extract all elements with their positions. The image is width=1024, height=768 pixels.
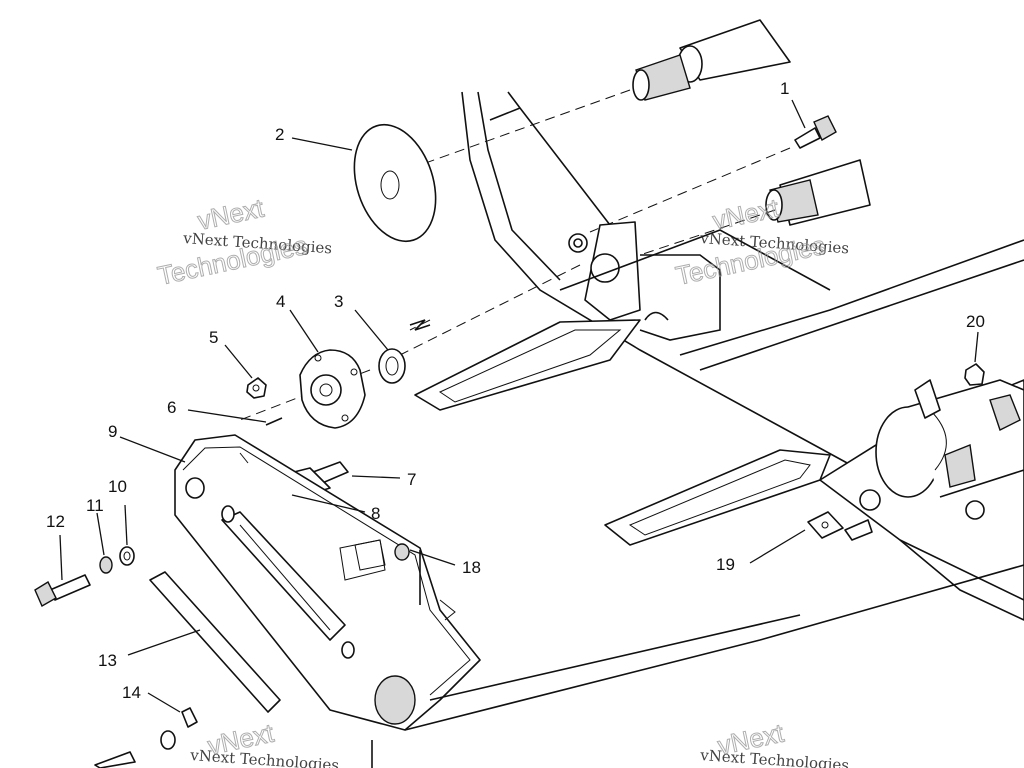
washer-10 [119, 546, 135, 566]
bolt-12 [34, 574, 91, 607]
watermark-bottom-left: vNext vNext Technologies [189, 717, 340, 768]
callout-3: 3 [334, 292, 343, 311]
upper-shaft [632, 19, 791, 101]
pin-6 [265, 417, 283, 426]
svg-text:vNext: vNext [195, 193, 267, 236]
callout-5: 5 [209, 328, 218, 347]
callout-7: 7 [407, 470, 416, 489]
rivet-14 [181, 707, 198, 728]
lower-shaft [765, 159, 871, 226]
callouts: 1 2 3 4 5 6 7 8 9 10 11 12 13 14 18 19 2… [46, 79, 985, 702]
callout-9: 9 [108, 422, 117, 441]
bolt-1 [794, 115, 837, 149]
bushing-18 [354, 539, 410, 571]
cover-9 [174, 434, 481, 731]
callout-18: 18 [462, 558, 481, 577]
callout-12: 12 [46, 512, 65, 531]
nut-20 [964, 363, 985, 386]
callout-1: 1 [780, 79, 789, 98]
frame [461, 91, 1024, 471]
flange-4 [299, 349, 366, 429]
nut-5 [246, 377, 267, 399]
callout-19: 19 [716, 555, 735, 574]
watermark-bottom-right: vNext vNext Technologies [699, 717, 850, 768]
callout-8: 8 [371, 504, 380, 523]
callout-13: 13 [98, 651, 117, 670]
callout-20: 20 [966, 312, 985, 331]
lower-hardware [94, 730, 176, 768]
lower-plate [604, 449, 831, 546]
callout-6: 6 [167, 398, 176, 417]
callout-14: 14 [122, 683, 141, 702]
bearing-3 [378, 348, 406, 384]
clip-19 [807, 511, 873, 541]
callout-11: 11 [86, 496, 104, 515]
leader-lines [59, 99, 979, 713]
upper-plate [414, 319, 641, 411]
callout-10: 10 [108, 477, 127, 496]
washer-2 [353, 123, 437, 243]
right-housing [819, 379, 1024, 621]
guard-13 [149, 571, 281, 713]
callout-4: 4 [276, 292, 285, 311]
callout-2: 2 [275, 125, 284, 144]
svg-text:vNext: vNext [710, 193, 782, 236]
watermark-left: vNext vNext Technologies Technologies [155, 192, 333, 291]
lockwasher-11 [99, 556, 113, 574]
